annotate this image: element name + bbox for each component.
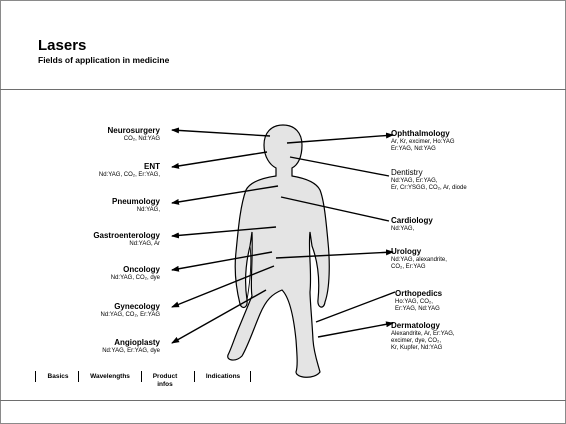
field-name: Pneumology (112, 197, 160, 207)
nav-basics[interactable]: Basics (42, 373, 74, 381)
nav-wavelengths[interactable]: Wavelengths (82, 373, 138, 381)
label-oncology: Oncology Nd:YAG, CO₂, dye (111, 265, 160, 282)
human-figure (228, 125, 330, 377)
label-angioplasty: Angioplasty Nd:YAG, Er:YAG, dye (102, 338, 160, 355)
nav-separator (78, 371, 79, 382)
field-name: Ophthalmology (391, 129, 455, 139)
nav-indications[interactable]: Indications (199, 373, 247, 381)
dermatology-pointer (318, 323, 393, 337)
label-dentistry: Dentistry Nd:YAG, Er:YAG, Er, Cr:YSGG, C… (391, 168, 467, 192)
orthopedics-pointer (316, 292, 395, 322)
laser-types: Ar, Kr, excimer, Ho:YAG (391, 139, 455, 146)
label-cardiology: Cardiology Nd:YAG, (391, 216, 433, 233)
laser-types: Nd:YAG, Ar (93, 241, 160, 248)
nav-product-line1: Product (145, 373, 185, 381)
laser-types: Nd:YAG, CO₂, Er:YAG (101, 312, 160, 319)
nav-separator (194, 371, 195, 382)
laser-types: Nd:YAG, (112, 207, 160, 214)
laser-types: Nd:YAG, alexandrite, (391, 257, 447, 264)
label-gastroenterology: Gastroenterology Nd:YAG, Ar (93, 231, 160, 248)
laser-types: Er:YAG, Nd:YAG (391, 146, 455, 153)
laser-types: Nd:YAG, (391, 226, 433, 233)
laser-types: Nd:YAG, CO₂, dye (111, 275, 160, 282)
field-name: Cardiology (391, 216, 433, 226)
field-name: Gynecology (101, 302, 160, 312)
label-orthopedics: Orthopedics Ho:YAG, CO₂, Er:YAG, Nd:YAG (395, 289, 442, 313)
label-pneumology: Pneumology Nd:YAG, (112, 197, 160, 214)
field-name: ENT (99, 162, 160, 172)
label-urology: Urology Nd:YAG, alexandrite, CO₂, Er:YAG (391, 247, 447, 271)
laser-types: CO₂, Nd:YAG (108, 136, 160, 143)
neurosurgery-pointer (172, 130, 270, 136)
field-name: Neurosurgery (108, 126, 160, 136)
label-ophthalmology: Ophthalmology Ar, Kr, excimer, Ho:YAG Er… (391, 129, 455, 153)
laser-types: Nd:YAG, CO₂, Er:YAG, (99, 172, 160, 179)
laser-types: CO₂, Er:YAG (391, 264, 447, 271)
field-name: Gastroenterology (93, 231, 160, 241)
laser-types: Alexandrite, Ar, Er:YAG, (391, 331, 455, 338)
label-ent: ENT Nd:YAG, CO₂, Er:YAG, (99, 162, 160, 179)
field-name: Angioplasty (102, 338, 160, 348)
field-name: Orthopedics (395, 289, 442, 299)
laser-types: Nd:YAG, Er:YAG, dye (102, 348, 160, 355)
laser-types: Nd:YAG, Er:YAG, (391, 178, 467, 185)
label-gynecology: Gynecology Nd:YAG, CO₂, Er:YAG (101, 302, 160, 319)
nav-product-infos[interactable]: Product infos (145, 373, 185, 389)
field-name: Urology (391, 247, 447, 257)
field-name: Oncology (111, 265, 160, 275)
ent-pointer (172, 152, 267, 167)
field-name: Dermatology (391, 321, 455, 331)
field-name: Dentistry (391, 168, 467, 178)
dentistry-pointer (290, 157, 389, 176)
label-neurosurgery: Neurosurgery CO₂, Nd:YAG (108, 126, 160, 143)
laser-types: Ho:YAG, CO₂, (395, 299, 442, 306)
nav-product-line2: infos (145, 381, 185, 389)
nav-separator (250, 371, 251, 382)
laser-types: excimer, dye, CO₂, (391, 338, 455, 345)
laser-types: Er, Cr:YSGG, CO₂, Ar, diode (391, 185, 467, 192)
nav-separator (35, 371, 36, 382)
label-dermatology: Dermatology Alexandrite, Ar, Er:YAG, exc… (391, 321, 455, 352)
laser-types: Er:YAG, Nd:YAG (395, 306, 442, 313)
nav-separator (141, 371, 142, 382)
ophthalmology-pointer (287, 135, 393, 143)
laser-types: Kr, Kupfer, Nd:YAG (391, 345, 455, 352)
